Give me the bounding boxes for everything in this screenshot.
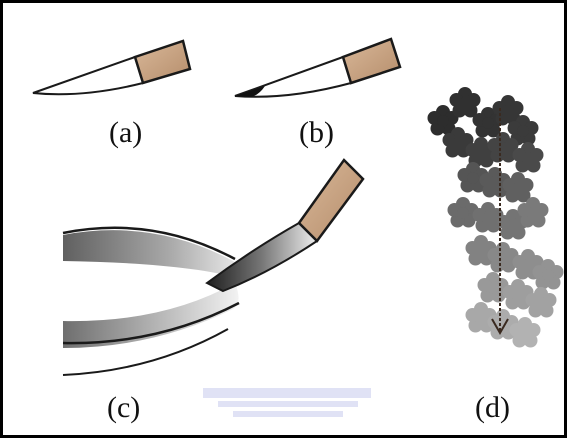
panel-label-b: (b) bbox=[299, 118, 334, 148]
panel-label-d: (d) bbox=[475, 393, 510, 423]
brush-b-ferrule bbox=[343, 39, 400, 83]
watermark-logo bbox=[203, 388, 371, 417]
brush-a-ferrule bbox=[135, 41, 190, 83]
brush-c-ferrule bbox=[299, 160, 363, 241]
figure-drawing bbox=[3, 3, 567, 441]
brush-c bbox=[63, 160, 363, 375]
flower-tree-d bbox=[428, 87, 564, 348]
brush-a bbox=[33, 41, 190, 94]
panel-label-c: (c) bbox=[107, 393, 140, 423]
stroke-upper bbox=[63, 230, 240, 278]
panel-label-a: (a) bbox=[109, 118, 142, 148]
brush-b bbox=[235, 39, 400, 97]
brush-a-hairs bbox=[33, 57, 143, 94]
